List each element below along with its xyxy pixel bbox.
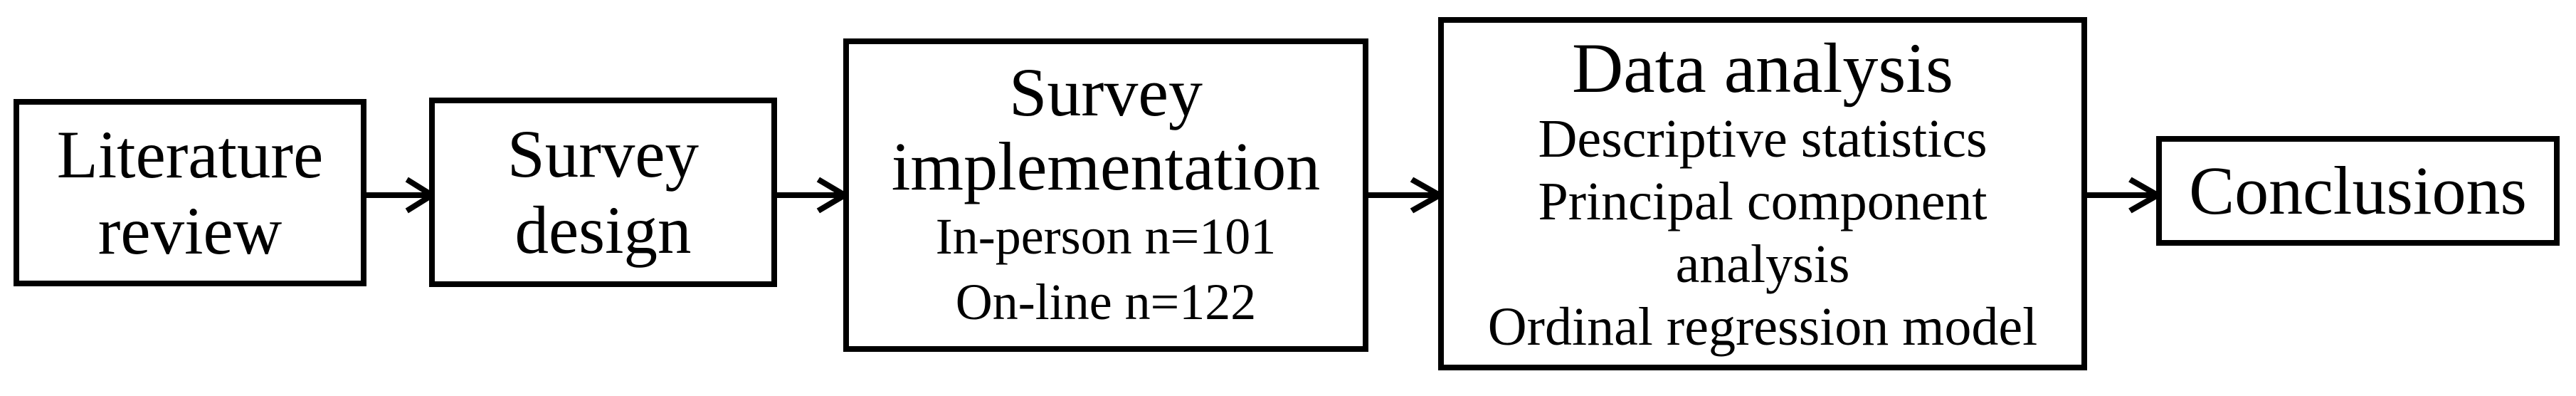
flow-arrow-3 (1364, 177, 1441, 214)
box-detail-line: Ordinal regression model (1487, 297, 2038, 357)
flow-box-survey-design: Survey design (429, 98, 777, 287)
box-text-line: Literature (56, 116, 324, 192)
flow-box-data-analysis: Data analysis Descriptive statistics Pri… (1438, 17, 2087, 370)
box-text-line: review (97, 192, 283, 269)
flow-arrow-1 (364, 177, 433, 214)
box-text-line: design (514, 192, 692, 268)
box-title-line: Survey (1009, 54, 1203, 130)
box-detail-line: Principal component (1538, 172, 1988, 231)
flow-box-survey-implementation: Survey implementation In-person n=101 On… (843, 38, 1368, 352)
flow-box-conclusions: Conclusions (2156, 136, 2560, 246)
box-text-line: Conclusions (2189, 152, 2527, 229)
box-title-line: implementation (891, 128, 1321, 204)
box-detail-line: On-line n=122 (955, 273, 1257, 330)
flow-arrow-4 (2083, 177, 2159, 214)
box-detail-line: Descriptive statistics (1538, 109, 1988, 169)
flow-arrow-2 (773, 177, 846, 214)
flow-box-literature-review: Literature review (14, 99, 366, 286)
box-text-line: Survey (507, 116, 700, 192)
box-detail-line: In-person n=101 (935, 208, 1277, 265)
box-title-line: Data analysis (1572, 28, 1953, 108)
box-detail-line: analysis (1675, 234, 1850, 294)
